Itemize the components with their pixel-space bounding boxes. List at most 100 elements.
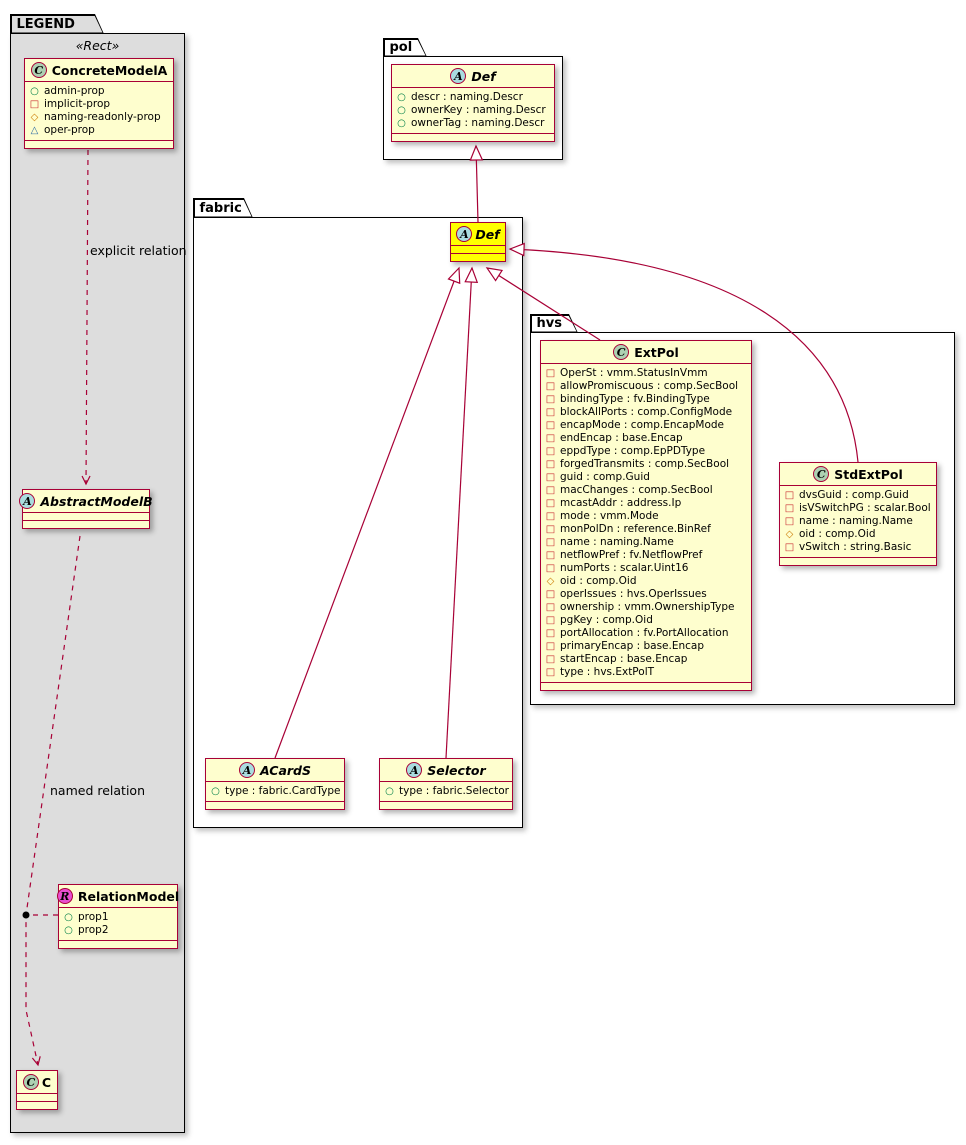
property-row: ○prop1 xyxy=(63,911,172,924)
class-properties: □dvsGuid : comp.Guid□isVSwitchPG : scala… xyxy=(780,486,936,558)
class-methods-empty xyxy=(380,802,512,809)
class-methods-empty xyxy=(206,802,344,809)
property-text: allowPromiscuous : comp.SecBool xyxy=(560,380,739,392)
class-properties xyxy=(451,246,505,254)
class-header: C ExtPol xyxy=(541,341,751,364)
property-text: name : naming.Name xyxy=(560,536,674,548)
property-row: □mcastAddr : address.Ip xyxy=(545,497,746,510)
property-row: ◇oid : comp.Oid xyxy=(784,528,931,541)
property-row: □bindingType : fv.BindingType xyxy=(545,393,746,406)
class-name: ConcreteModelA xyxy=(51,62,168,78)
class-header: C C xyxy=(17,1071,57,1094)
class-methods-empty xyxy=(541,683,751,690)
property-row: □ startEncap : base.Encap xyxy=(545,653,746,666)
property-text: primaryEncap : base.Encap xyxy=(560,640,704,652)
circle-icon: ○ xyxy=(30,86,39,97)
legend-package-tab: LEGEND xyxy=(10,14,104,34)
property-text: macChanges : comp.SecBool xyxy=(560,484,713,496)
property-row: □pgKey : comp.Oid xyxy=(545,614,746,627)
square-icon: □ xyxy=(545,589,556,600)
square-icon: □ xyxy=(545,368,556,379)
square-icon: □ xyxy=(784,542,795,553)
class-name: AbstractModelB xyxy=(40,493,153,509)
property-row: □isVSwitchPG : scalar.Bool xyxy=(784,502,931,515)
class-concrete-model-a: C ConcreteModelA ○admin-prop□implicit-pr… xyxy=(24,58,174,149)
fabric-package-tab: fabric xyxy=(193,198,253,218)
property-row: □guid : comp.Guid xyxy=(545,471,746,484)
abstract-class-icon: A xyxy=(238,762,255,778)
property-text: oper-prop xyxy=(44,124,95,136)
square-icon: □ xyxy=(545,615,556,626)
class-properties xyxy=(17,1094,57,1102)
class-methods-empty xyxy=(23,521,149,528)
class-name: StdExtPol xyxy=(834,466,903,482)
property-row: □primaryEncap : base.Encap xyxy=(545,640,746,653)
property-text: type : fabric.CardType xyxy=(225,785,341,797)
property-text: descr : naming.Descr xyxy=(411,91,523,103)
square-icon: □ xyxy=(545,446,556,457)
property-text: OperSt : vmm.StatusInVmm xyxy=(560,367,708,379)
class-relation-model: R RelationModel ○prop1○prop2 xyxy=(56,884,179,949)
class-abstract-model-b: A AbstractModelB xyxy=(19,489,153,529)
class-properties: ○admin-prop□implicit-prop◇naming-readonl… xyxy=(25,82,173,141)
property-row: ◇naming-readonly-prop xyxy=(29,111,168,124)
abstract-class-icon: A xyxy=(456,226,473,242)
property-text: mode : vmm.Mode xyxy=(560,510,659,522)
property-row: □ eppdType : comp.EpPDType xyxy=(545,445,746,458)
square-icon: □ xyxy=(545,420,556,431)
circle-icon: ○ xyxy=(64,912,73,923)
property-text: forgedTransmits : comp.SecBool xyxy=(560,458,730,470)
class-name: Def xyxy=(475,226,500,242)
class-name: Selector xyxy=(427,762,486,778)
circle-icon: ○ xyxy=(397,118,406,129)
property-text: eppdType : comp.EpPDType xyxy=(560,445,706,457)
property-row: □ OperSt : vmm.StatusInVmm xyxy=(545,367,746,380)
property-row: □dvsGuid : comp.Guid xyxy=(784,489,931,502)
property-row: □ownership : vmm.OwnershipType xyxy=(545,601,746,614)
property-text: vSwitch : string.Basic xyxy=(799,541,912,553)
square-icon: □ xyxy=(545,407,556,418)
property-text: ownership : vmm.OwnershipType xyxy=(560,601,735,613)
class-std-ext-pol: C StdExtPol □dvsGuid : comp.Guid□isVSwit… xyxy=(779,462,937,566)
class-header: A AbstractModelB xyxy=(19,490,153,513)
square-icon: □ xyxy=(29,99,40,110)
property-row: □implicit-prop xyxy=(29,98,168,111)
property-row: □netflowPref : fv.NetflowPref xyxy=(545,549,746,562)
class-selector: A Selector ○type : fabric.Selector xyxy=(379,758,513,810)
property-text: type : fabric.Selector xyxy=(399,785,509,797)
property-row: ◇oid : comp.Oid xyxy=(545,575,746,588)
class-fabric-def: A Def xyxy=(450,222,506,262)
square-icon: □ xyxy=(545,433,556,444)
square-icon: □ xyxy=(545,381,556,392)
class-ext-pol: C ExtPol □ OperSt : vmm.StatusInVmm □ allow… xyxy=(540,340,752,691)
class-properties: ○ type : fabric.CardType xyxy=(206,782,344,802)
property-text: isVSwitchPG : scalar.Bool xyxy=(799,502,931,514)
property-row: ○descr : naming.Descr xyxy=(396,91,549,104)
square-icon: □ xyxy=(545,459,556,470)
class-header: A Def xyxy=(392,65,554,88)
property-text: mcastAddr : address.Ip xyxy=(560,497,682,509)
property-row: △oper-prop xyxy=(29,124,168,137)
legend-stereotype: «Rect» xyxy=(75,38,120,53)
class-header: A ACardS xyxy=(206,759,344,782)
pol-package-label: pol xyxy=(385,40,426,56)
square-icon: □ xyxy=(545,524,556,535)
circle-icon: ○ xyxy=(211,786,220,797)
square-icon: □ xyxy=(545,667,556,678)
hvs-package-label: hvs xyxy=(532,316,577,332)
legend-package-label: LEGEND xyxy=(12,16,103,33)
fabric-package-label: fabric xyxy=(195,200,252,217)
property-row: □name : naming.Name xyxy=(545,536,746,549)
pol-package-tab: pol xyxy=(383,38,427,57)
property-row: □blockAllPorts : comp.ConfigMode xyxy=(545,406,746,419)
square-icon: □ xyxy=(784,516,795,527)
property-text: operIssues : hvs.OperIssues xyxy=(560,588,707,600)
class-icon: C xyxy=(613,344,630,360)
square-icon: □ xyxy=(545,654,556,665)
property-text: startEncap : base.Encap xyxy=(560,653,688,665)
class-icon: C xyxy=(813,466,830,482)
class-name: ExtPol xyxy=(634,344,679,360)
property-text: type : hvs.ExtPolT xyxy=(560,666,655,678)
class-properties: ○prop1○prop2 xyxy=(59,908,177,941)
class-header: A Def xyxy=(451,223,505,246)
